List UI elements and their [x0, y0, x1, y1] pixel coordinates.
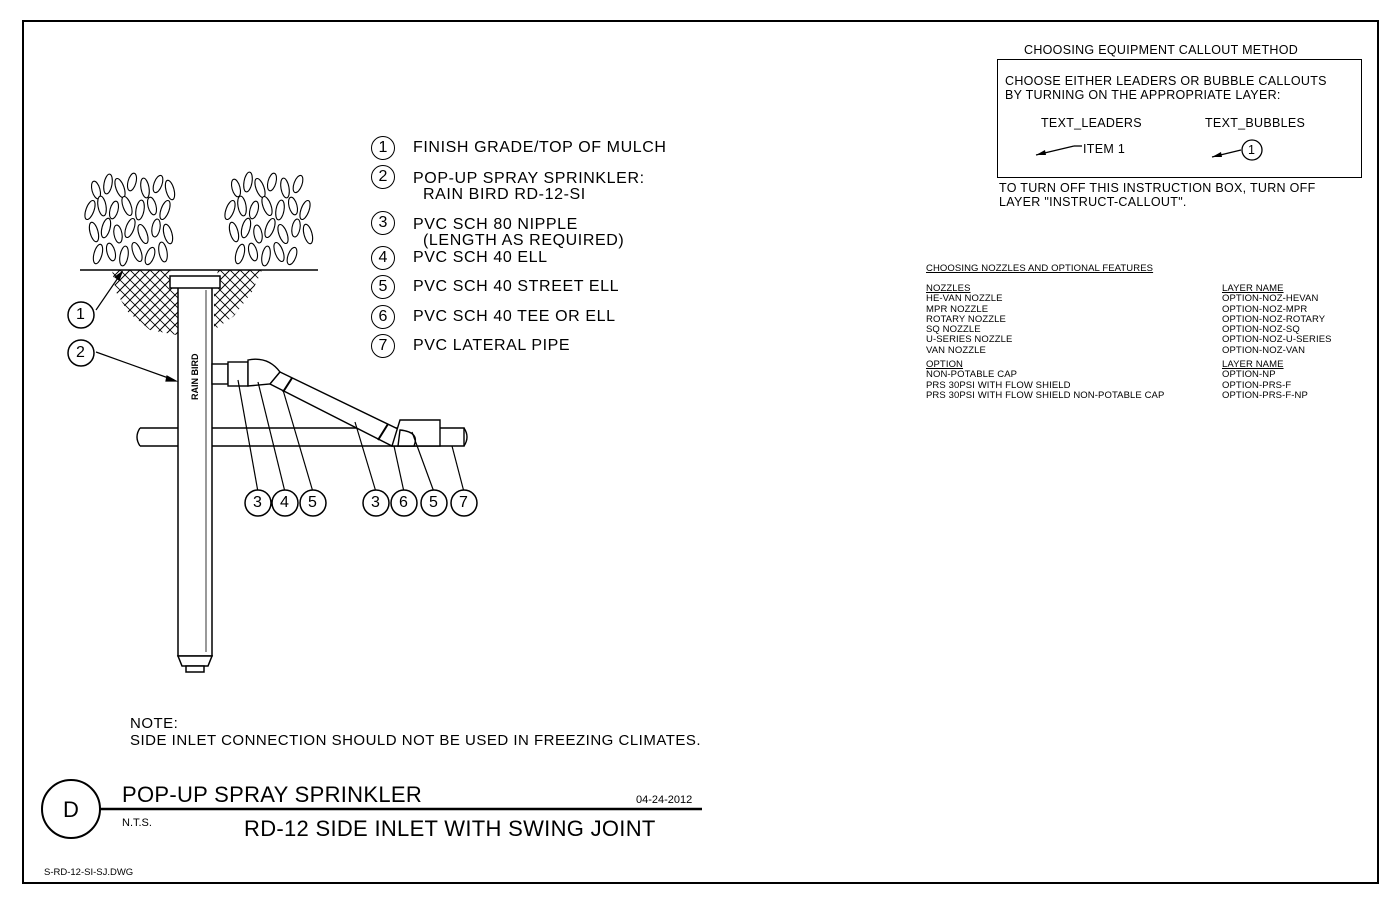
nozzle-row-name: ROTARY NOZZLE [926, 313, 1006, 325]
legend-bubble: 7 [371, 334, 395, 358]
option-row-layer: OPTION-NP [1222, 369, 1276, 381]
note-label: NOTE: [130, 715, 179, 732]
callout-num-6: 6 [399, 494, 408, 511]
legend-bubble: 3 [371, 211, 395, 235]
legend-bubble: 1 [371, 136, 395, 160]
instruction-line1: CHOOSE EITHER LEADERS OR BUBBLE CALLOUTS [1005, 74, 1327, 88]
option-row-layer: OPTION-PRS-F [1222, 379, 1292, 391]
legend-item-5: 5 PVC SCH 40 STREET ELL [371, 275, 619, 301]
nozzle-row-layer: OPTION-NOZ-SQ [1222, 324, 1300, 336]
leader-example-arrow [1035, 145, 1082, 156]
instruction-off-line2: LAYER "INSTRUCT-CALLOUT". [999, 195, 1187, 209]
legend-item-4: 4 PVC SCH 40 ELL [371, 246, 548, 272]
bubble-example-arrow [1211, 139, 1263, 161]
drawing-border [22, 20, 1379, 884]
nozzle-row-name: SQ NOZZLE [926, 324, 981, 336]
callout-num-5b: 5 [429, 494, 438, 511]
nozzle-row-layer: OPTION-NOZ-ROTARY [1222, 313, 1326, 325]
legend-text: FINISH GRADE/TOP OF MULCH [413, 139, 667, 156]
legend-text-line2: (LENGTH AS REQUIRED) [423, 232, 625, 249]
callout-num-3a: 3 [253, 494, 262, 511]
swing-joint-fittings [211, 358, 441, 447]
text-leaders-label: TEXT_LEADERS [1041, 116, 1142, 130]
legend-text: PVC SCH 40 ELL [413, 249, 548, 266]
nozzle-row-name: HE-VAN NOZZLE [926, 293, 1003, 305]
text-bubbles-label: TEXT_BUBBLES [1205, 116, 1306, 130]
detail-date: 04-24-2012 [636, 794, 693, 806]
note-text: SIDE INLET CONNECTION SHOULD NOT BE USED… [130, 732, 702, 749]
legend-bubble: 6 [371, 305, 395, 329]
nozzle-row-layer: OPTION-NOZ-U-SERIES [1222, 334, 1332, 346]
nozzles-col2-head: LAYER NAME [1222, 283, 1284, 294]
legend-text: PVC SCH 40 TEE OR ELL [413, 308, 616, 325]
sprinkler-detail-drawing: RAIN BIRD [67, 171, 478, 673]
nozzle-row-name: MPR NOZZLE [926, 303, 989, 315]
instruction-line2: BY TURNING ON THE APPROPRIATE LAYER: [1005, 88, 1281, 102]
legend-item-7: 7 PVC LATERAL PIPE [371, 334, 570, 360]
detail-scale: N.T.S. [122, 817, 152, 829]
nozzle-row-layer: OPTION-NOZ-HEVAN [1222, 293, 1319, 305]
legend-text: PVC SCH 80 NIPPLE [413, 216, 578, 233]
sprinkler-brand-label: RAIN BIRD [190, 353, 200, 400]
callout-num-2: 2 [76, 344, 85, 361]
instruction-off-line1: TO TURN OFF THIS INSTRUCTION BOX, TURN O… [999, 181, 1316, 195]
nozzle-row-layer: OPTION-NOZ-MPR [1222, 303, 1308, 315]
option-row-name: PRS 30PSI WITH FLOW SHIELD [926, 379, 1071, 391]
option-row-name: NON-POTABLE CAP [926, 369, 1018, 381]
bubble-example-num: 1 [1248, 143, 1256, 157]
nozzle-row-name: VAN NOZZLE [926, 344, 986, 356]
callout-num-1: 1 [76, 306, 85, 323]
instruction-box: CHOOSE EITHER LEADERS OR BUBBLE CALLOUTS… [997, 59, 1362, 178]
title-block-graphics [41, 779, 702, 839]
callout-num-5a: 5 [308, 494, 317, 511]
option-col1-head: OPTION [926, 359, 964, 371]
shrub-left [84, 172, 176, 267]
soil-hatch [112, 270, 262, 336]
detail-subtitle: RD-12 SIDE INLET WITH SWING JOINT [244, 816, 656, 841]
callout-num-4: 4 [280, 494, 289, 511]
option-row-name: PRS 30PSI WITH FLOW SHIELD NON-POTABLE C… [926, 389, 1165, 401]
leader-example-text: ITEM 1 [1083, 142, 1126, 156]
drawing-callout-bubbles [67, 301, 478, 517]
sprinkler-body [169, 275, 221, 673]
callout-num-3b: 3 [371, 494, 380, 511]
nozzles-heading: CHOOSING NOZZLES AND OPTIONAL FEATURES [926, 263, 1154, 274]
legend-bubble: 4 [371, 246, 395, 270]
nozzle-row-name: U-SERIES NOZZLE [926, 334, 1013, 346]
legend-item-2: 2 POP-UP SPRAY SPRINKLER: RAIN BIRD RD-1… [371, 165, 645, 203]
file-name: S-RD-12-SI-SJ.DWG [44, 867, 134, 878]
layer-names-column: LAYER NAME OPTION-NOZ-HEVAN OPTION-NOZ-M… [1222, 283, 1332, 401]
legend-item-1: 1 FINISH GRADE/TOP OF MULCH [371, 136, 667, 162]
legend-text: POP-UP SPRAY SPRINKLER: [413, 170, 645, 187]
detail-letter: D [63, 797, 79, 822]
nozzle-row-layer: OPTION-NOZ-VAN [1222, 344, 1306, 356]
option-col2-head: LAYER NAME [1222, 359, 1284, 371]
leader-lines [95, 270, 465, 493]
instruction-heading: CHOOSING EQUIPMENT CALLOUT METHOD [1024, 43, 1299, 57]
callout-num-7: 7 [459, 494, 468, 511]
legend-item-3: 3 PVC SCH 80 NIPPLE (LENGTH AS REQUIRED) [371, 211, 624, 249]
legend-bubble: 2 [371, 165, 395, 189]
legend-text: PVC SCH 40 STREET ELL [413, 278, 620, 295]
nozzles-col1-head: NOZZLES [926, 283, 971, 294]
detail-title: POP-UP SPRAY SPRINKLER [122, 782, 423, 807]
nozzles-table: NOZZLES HE-VAN NOZZLE MPR NOZZLE ROTARY … [926, 283, 1346, 401]
option-row-layer: OPTION-PRS-F-NP [1222, 389, 1308, 401]
legend-text: PVC LATERAL PIPE [413, 337, 571, 354]
legend-item-6: 6 PVC SCH 40 TEE OR ELL [371, 305, 616, 331]
shrub-right [224, 171, 314, 267]
legend-bubble: 5 [371, 275, 395, 299]
legend-text-line2: RAIN BIRD RD-12-SI [423, 186, 586, 203]
